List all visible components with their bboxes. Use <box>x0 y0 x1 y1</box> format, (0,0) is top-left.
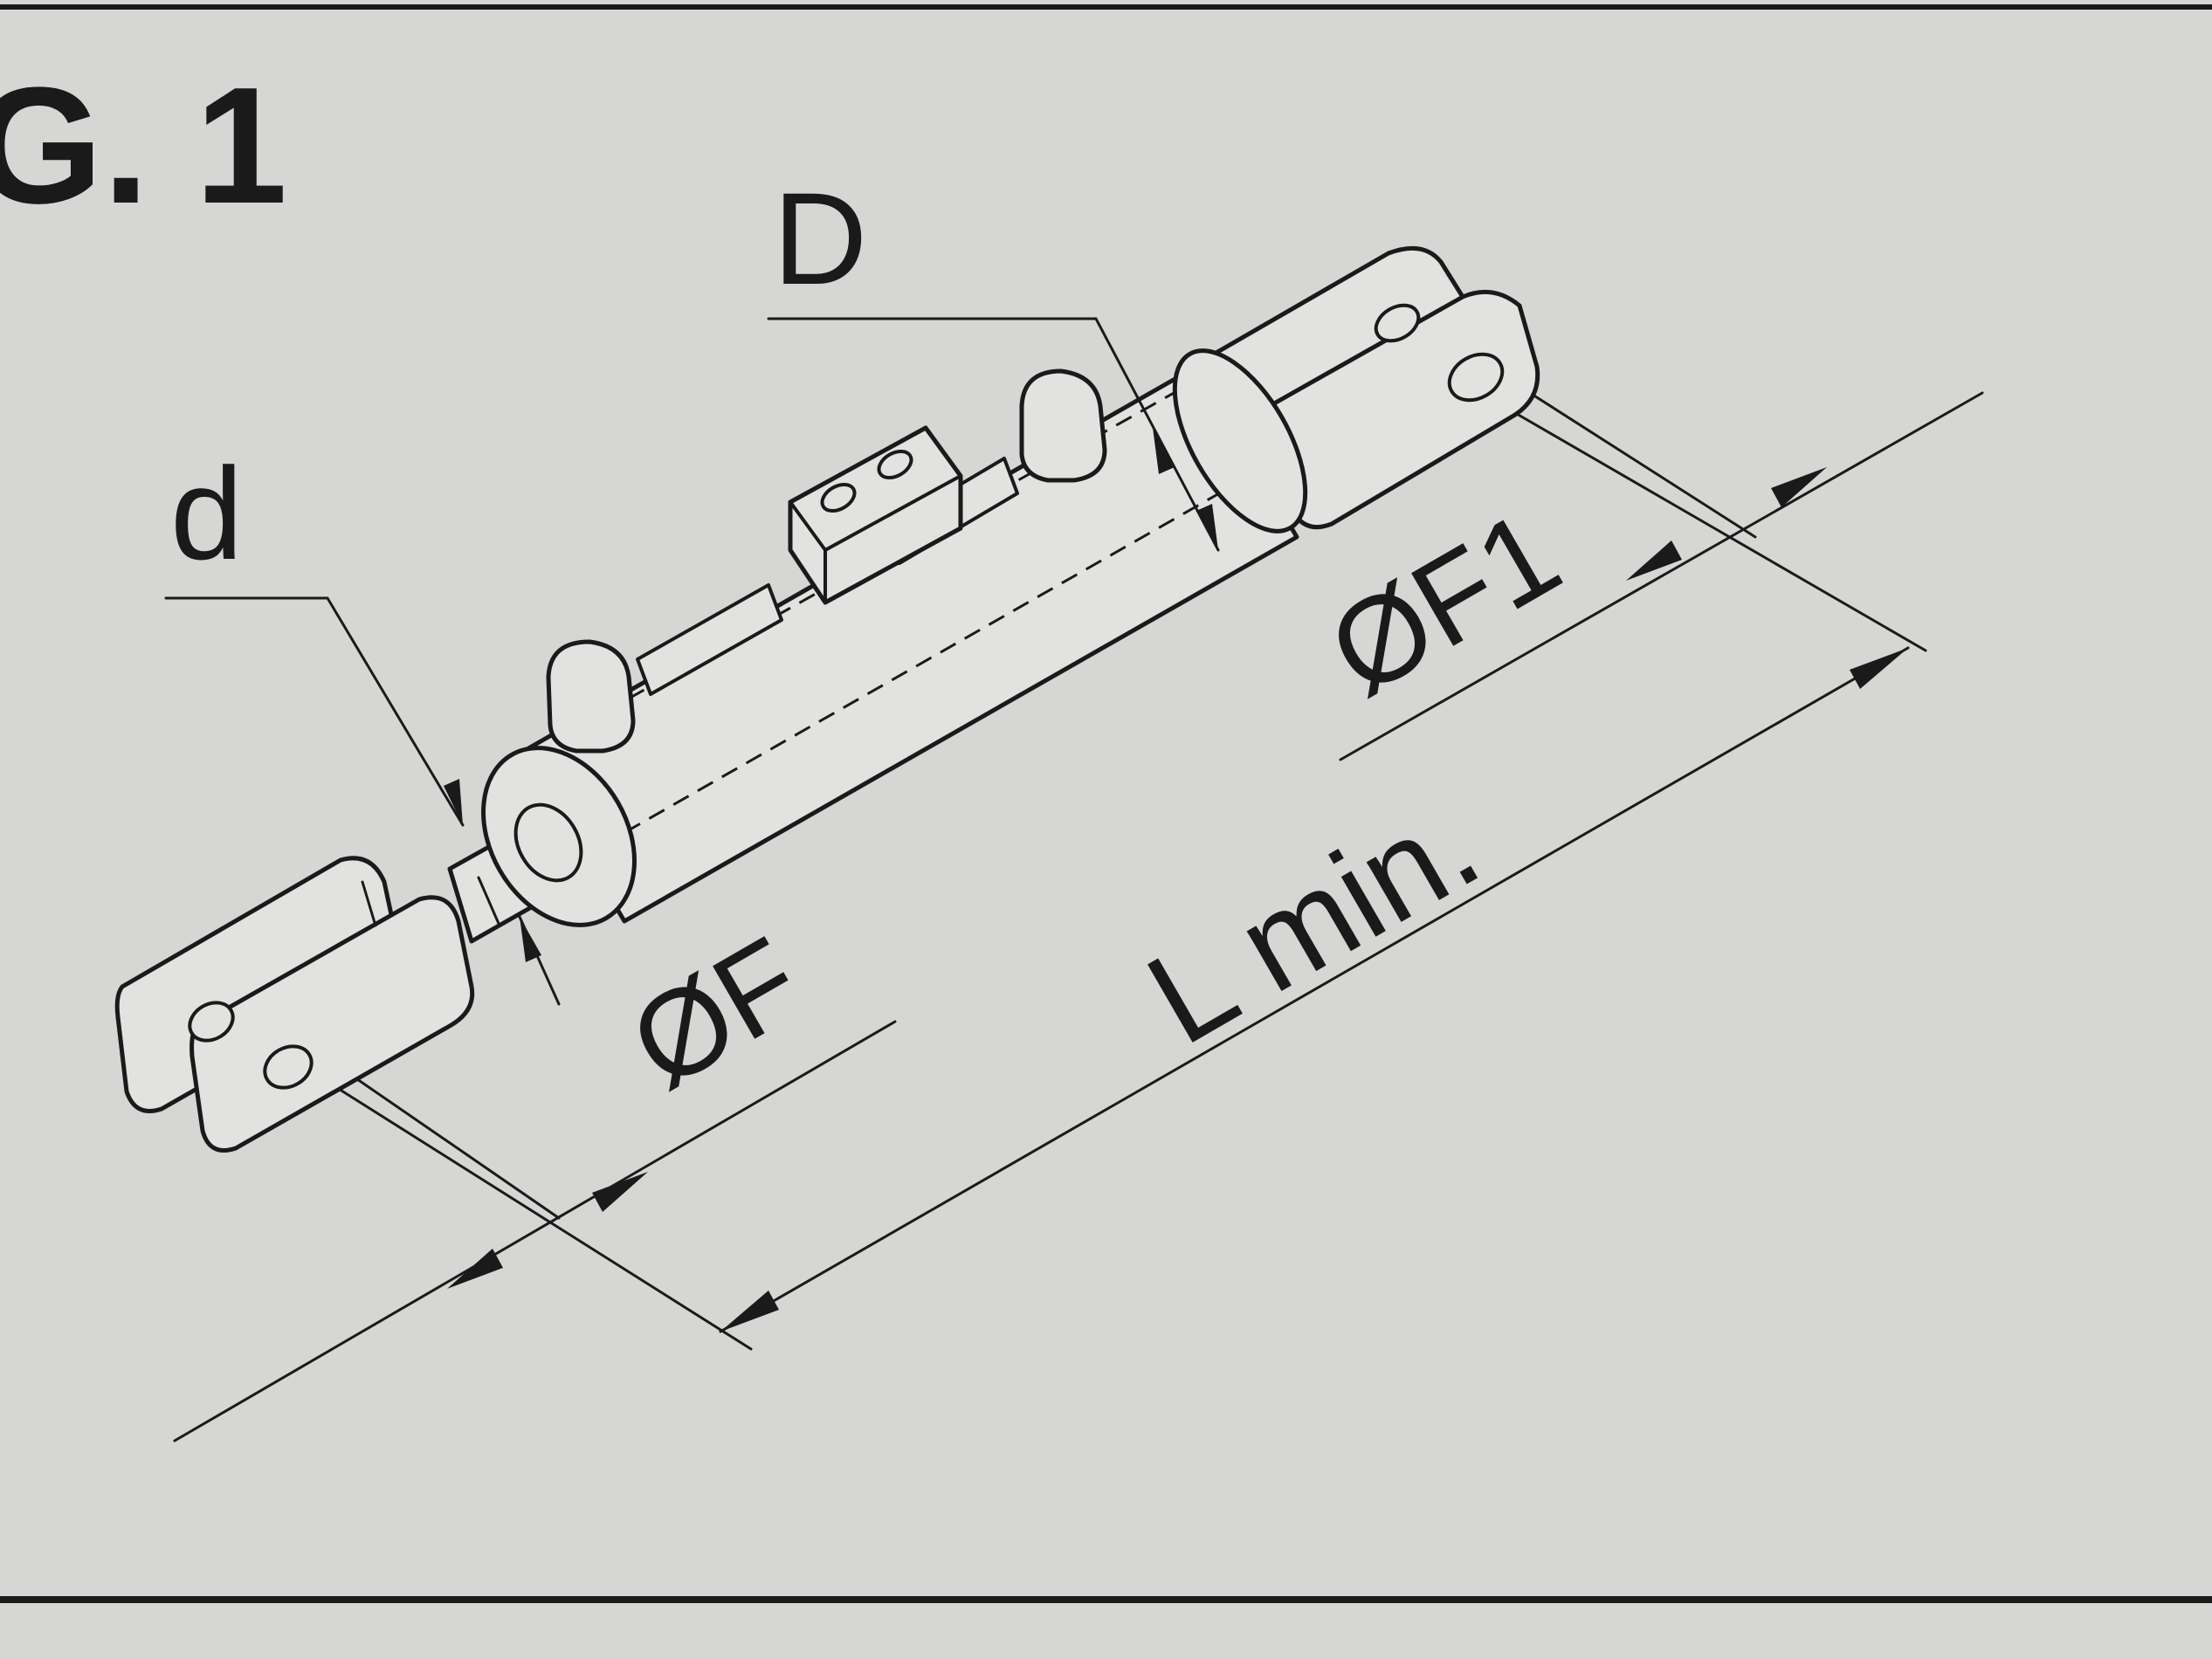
figure-heading: G. 1 <box>0 53 287 238</box>
cylinder-end-clevis <box>1172 245 1540 533</box>
rod-end-clevis <box>114 856 475 1153</box>
hydraulic-ports <box>546 368 1107 754</box>
label-bore-diameter: D <box>773 165 867 312</box>
label-min-length: L min. <box>1124 769 1502 1072</box>
label-pin-diameter-rod-end: ØF <box>609 911 824 1114</box>
dimension-line-cylinder-end <box>1339 391 1984 761</box>
dimension-line-length <box>719 646 1910 1333</box>
leader-rod-diameter <box>164 596 561 1006</box>
dimension-line-rod-end <box>173 1020 897 1442</box>
leader-bore-diameter <box>767 317 1220 552</box>
label-pin-diameter-cylinder-end: ØF1 <box>1307 484 1581 721</box>
label-rod-diameter: d <box>170 440 243 587</box>
